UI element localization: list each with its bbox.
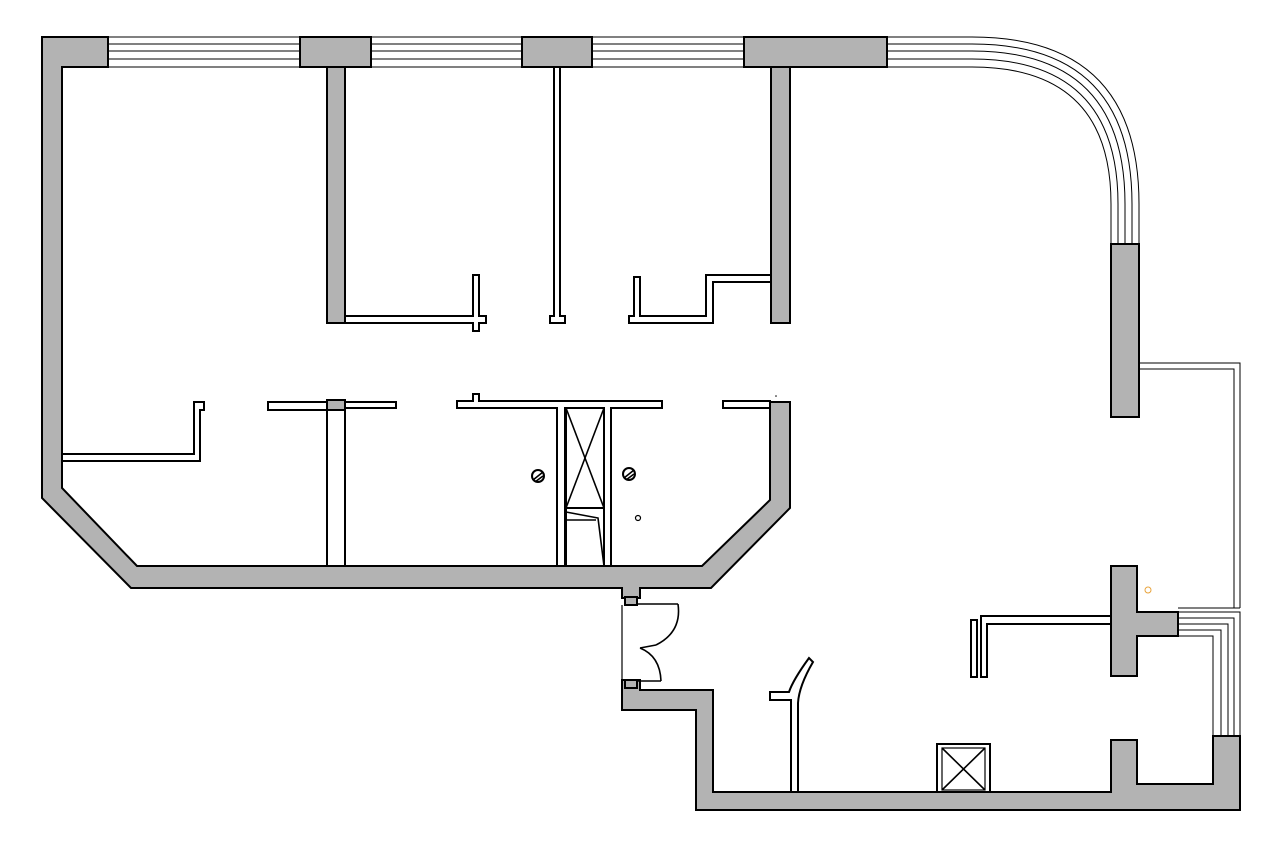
stair-core	[565, 407, 605, 567]
partition-mid-2	[456, 393, 663, 567]
partition-mid-1	[267, 401, 397, 567]
partition-east-room	[970, 615, 1112, 678]
door-jamb-bottom	[624, 679, 638, 689]
windows	[108, 36, 1241, 736]
north-window-2	[371, 36, 522, 68]
east-pillar	[1110, 243, 1140, 418]
north-window-3	[592, 36, 744, 68]
north-pillar-1	[299, 36, 372, 68]
east-window	[1139, 362, 1241, 609]
accent-marker	[1144, 586, 1152, 594]
partition-vertical-1	[326, 66, 346, 324]
north-pillar-2	[521, 36, 593, 68]
north-pillar-3	[743, 36, 888, 68]
south-east-window	[1178, 611, 1241, 736]
interior-partitions	[61, 66, 1112, 793]
partition-room-3	[628, 274, 772, 324]
partition-left-room	[61, 401, 205, 462]
double-door	[621, 596, 680, 689]
curved-window	[887, 36, 1140, 244]
partition-curved	[769, 656, 815, 793]
south-wall	[621, 679, 1241, 811]
partition-vertical-2	[549, 66, 566, 324]
north-window-1	[108, 36, 300, 68]
small-column	[634, 514, 642, 522]
east-t-pillar	[1101, 565, 1179, 677]
tiny-dot	[775, 395, 777, 397]
partition-vertical-3	[770, 66, 791, 324]
columns	[531, 467, 642, 522]
partition-mid-3	[722, 400, 771, 409]
partition-room-1	[344, 274, 487, 332]
core-lower	[565, 507, 605, 567]
pillar-mid-1	[326, 399, 346, 411]
door-jamb-top	[624, 596, 638, 606]
exterior-walls	[41, 36, 1241, 811]
west-wall	[41, 36, 791, 599]
elevator-shaft	[936, 743, 991, 793]
